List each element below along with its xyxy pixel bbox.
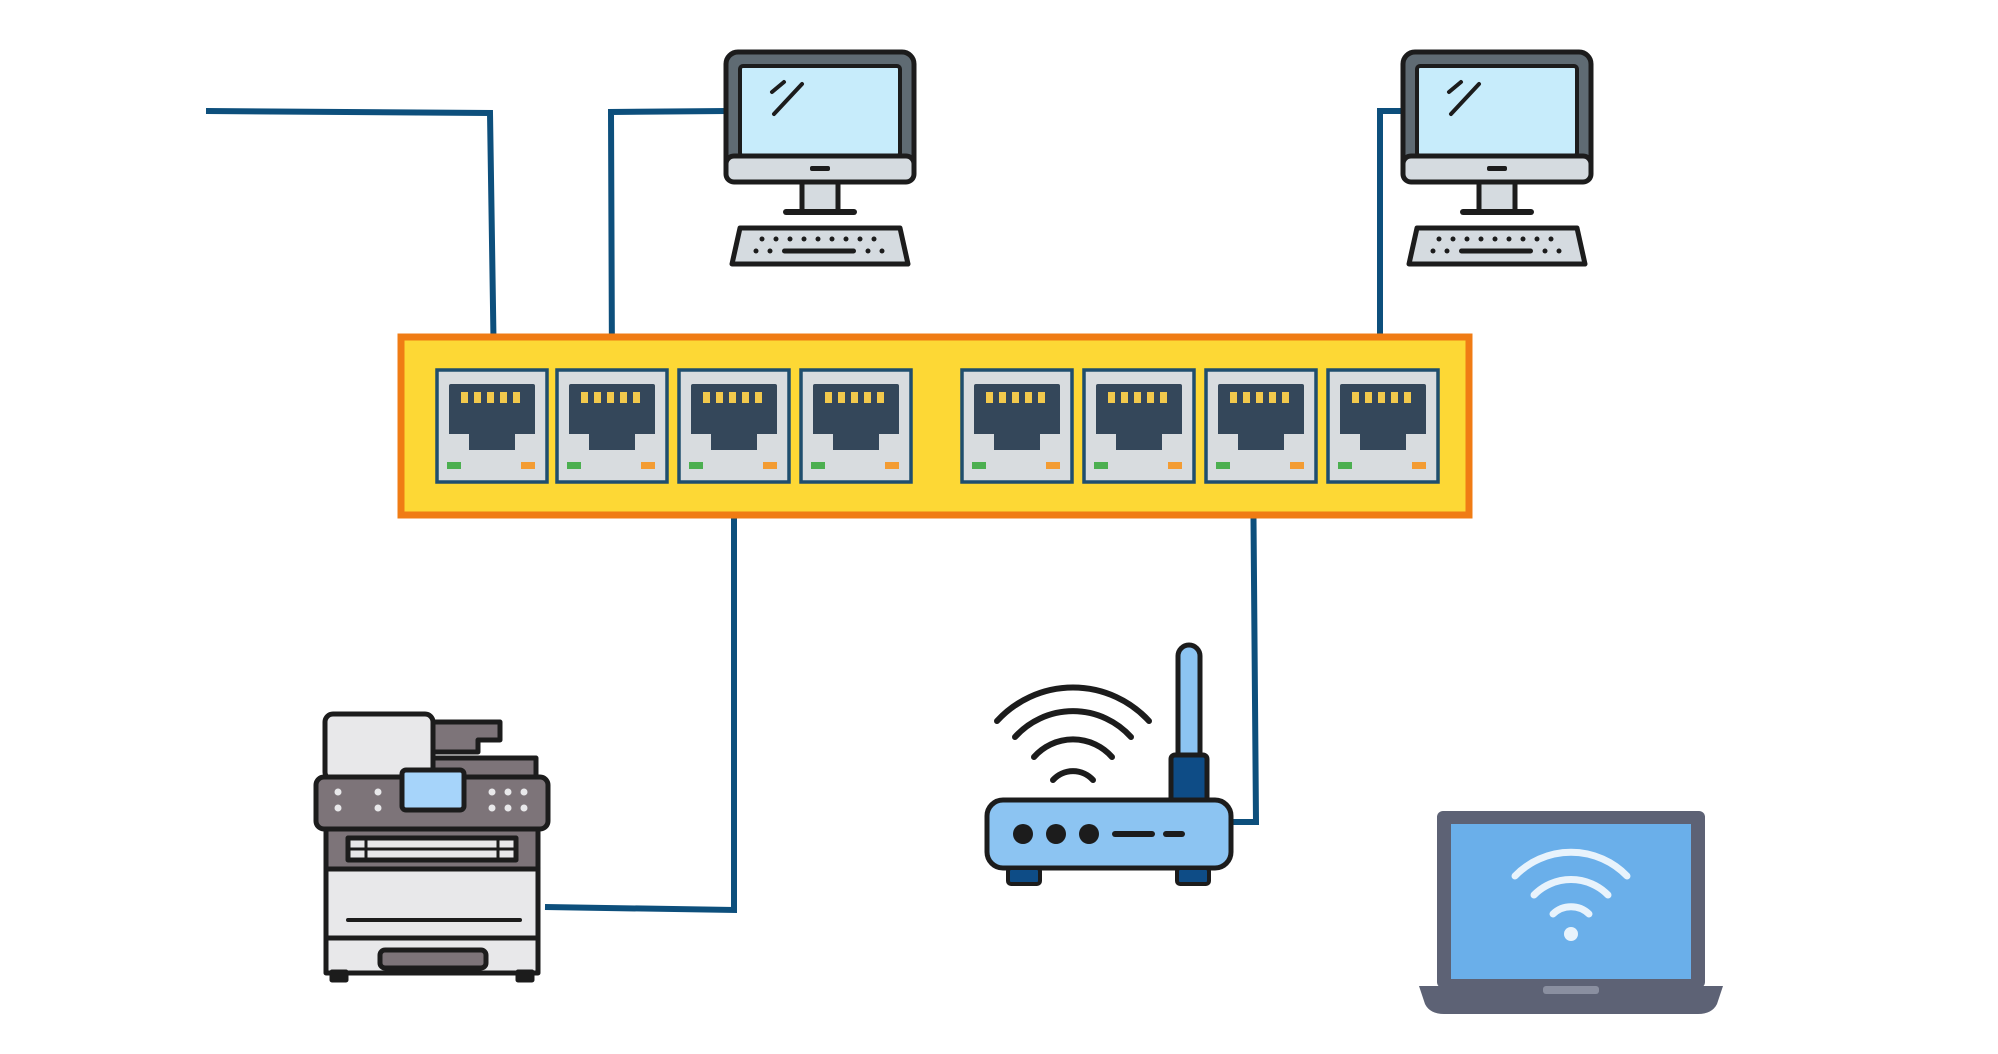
desktop-computer-icon (726, 52, 914, 264)
cable-desktop-2 (1377, 108, 1402, 372)
switch-port-1 (435, 368, 549, 484)
switch-port-3 (677, 368, 791, 484)
switch-port-2 (555, 368, 669, 484)
cable-printer (544, 458, 737, 914)
wifi-router-icon (984, 642, 1234, 886)
cable-desktop-1 (607, 108, 729, 373)
switch-port-5 (960, 368, 1074, 484)
switch-port-7 (1204, 368, 1318, 484)
uplink-cable (205, 108, 497, 373)
laptop-wifi-icon (1419, 811, 1723, 1014)
switch-port-8 (1326, 368, 1440, 484)
switch-port-4 (799, 368, 913, 484)
wifi-icon (1511, 848, 1631, 918)
desktop-computer-icon (1403, 52, 1591, 264)
switch-port-6 (1082, 368, 1196, 484)
multifunction-printer-icon (313, 711, 551, 983)
network-switch (397, 333, 1473, 519)
wifi-signal-icon (994, 684, 1152, 783)
